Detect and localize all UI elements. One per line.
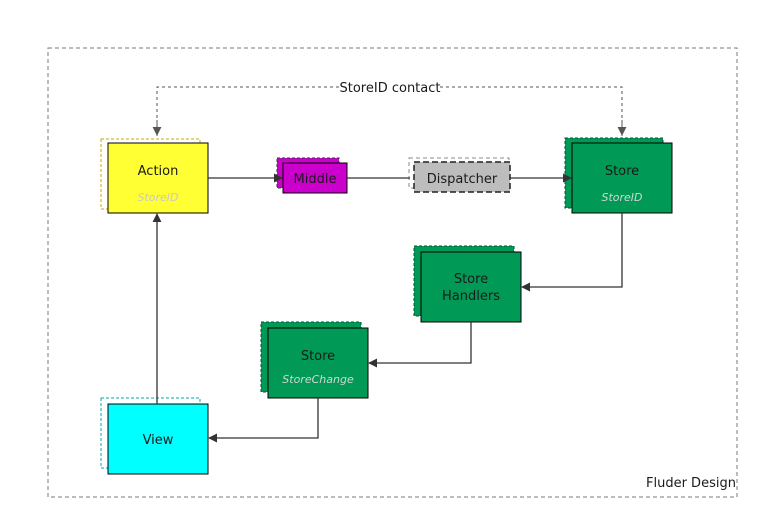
view-title: View [143, 433, 174, 448]
frame-caption: Fluder Design [646, 476, 736, 491]
flow-edges [152, 173, 623, 443]
store-node: Store StoreID [564, 137, 673, 214]
store-handlers-title-line1: Store [454, 272, 488, 287]
design-frame [47, 47, 738, 498]
edge-store-to-handlers [521, 213, 623, 292]
store-change-node: Store StoreChange [260, 321, 369, 399]
edge-handlers-to-store-change [368, 322, 472, 368]
middle-title: Middle [294, 172, 337, 187]
action-node: Action StoreID [100, 138, 209, 214]
storeid-contact-edge: StoreID contact [152, 81, 627, 136]
dispatcher-node: Dispatcher [408, 157, 511, 193]
store-change-title: Store [301, 349, 335, 364]
storeid-contact-label: StoreID contact [340, 81, 441, 96]
store-handlers-title-line2: Handlers [442, 289, 500, 304]
middle-node: Middle [276, 157, 348, 194]
view-node: View [100, 397, 209, 475]
action-title: Action [138, 164, 179, 179]
action-subtitle: StoreID [137, 191, 178, 204]
dispatcher-title: Dispatcher [427, 172, 498, 187]
store-change-subtitle: StoreChange [282, 373, 354, 386]
edge-store-change-to-view [208, 398, 319, 443]
store-subtitle: StoreID [601, 191, 642, 204]
store-title: Store [605, 164, 639, 179]
store-handlers-node: Store Handlers [413, 245, 522, 323]
